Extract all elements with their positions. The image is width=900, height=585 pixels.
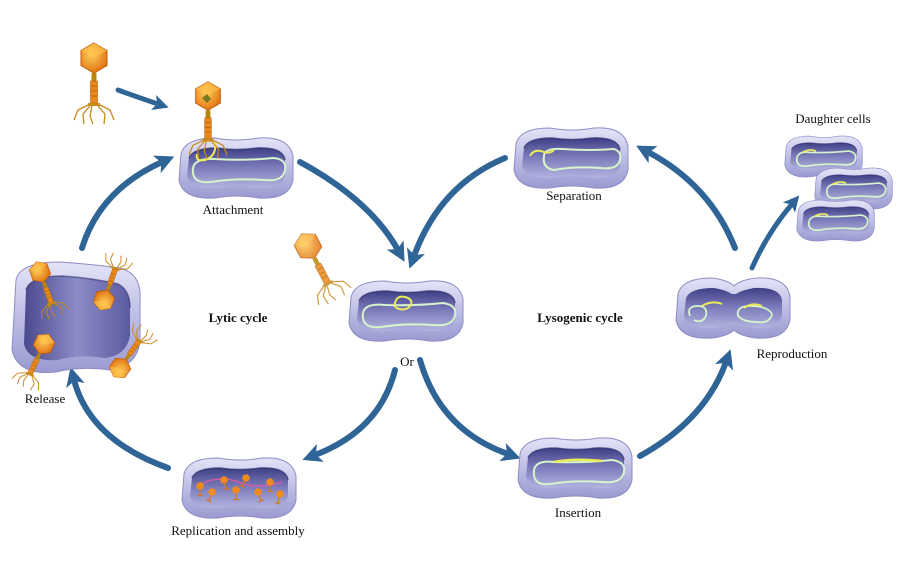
attachment-cell — [178, 137, 294, 199]
daughter-cell — [796, 199, 875, 242]
free-phage-center-icon — [284, 224, 354, 309]
arrow-reproduction-to-daughters — [749, 195, 800, 271]
arrow-separation-to-center — [406, 155, 508, 269]
daughter-cell — [784, 135, 863, 178]
label-lysogenic-cycle: Lysogenic cycle — [537, 310, 623, 325]
label-attachment: Attachment — [202, 202, 264, 217]
arrow-center-to-replication — [302, 367, 398, 462]
label-insertion: Insertion — [554, 505, 602, 520]
label-lytic-cycle: Lytic cycle — [208, 310, 268, 325]
center-cell — [348, 280, 464, 342]
release-cell — [11, 261, 141, 374]
label-daughter-cells: Daughter cells — [795, 111, 871, 126]
arrow-insertion-to-reproduction — [637, 349, 734, 459]
label-replication-and-assembly: Replication and assembly — [171, 523, 305, 538]
label-reproduction: Reproduction — [756, 346, 828, 361]
arrow-attachment-to-center — [297, 159, 405, 262]
injected-dna-icon — [202, 94, 211, 103]
arrow-center-to-insertion — [417, 357, 521, 462]
arrow-phage-to-attachment — [115, 87, 169, 111]
cycle-arrows — [66, 87, 800, 471]
free-phage-icon — [73, 42, 115, 125]
daughter-cell — [814, 167, 893, 210]
label-separation: Separation — [546, 188, 602, 203]
label-release: Release — [24, 391, 66, 406]
label-or: Or — [400, 354, 414, 369]
reproduction-cell — [675, 277, 791, 339]
arrow-replication-to-release — [66, 367, 171, 471]
separation-cell — [513, 127, 629, 189]
arrow-release-to-attachment — [79, 155, 175, 251]
arrow-reproduction-to-separation — [636, 145, 738, 251]
insertion-cell — [517, 437, 633, 499]
replication-cell — [181, 457, 297, 519]
